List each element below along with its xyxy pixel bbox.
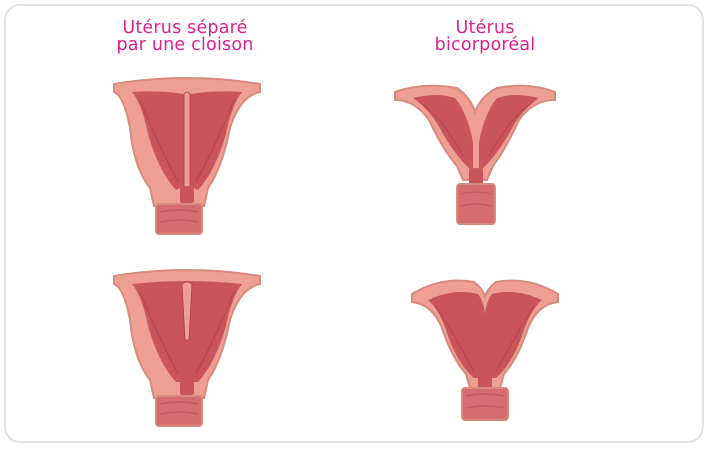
figure-frame bbox=[4, 4, 704, 443]
cervix bbox=[156, 204, 202, 234]
heading-line: bicorporéal bbox=[390, 37, 580, 54]
heading-line: par une cloison bbox=[90, 37, 280, 54]
septate-uterus-icon bbox=[114, 270, 260, 426]
septate-uterus-partial bbox=[112, 262, 262, 432]
uterine-septum bbox=[184, 92, 190, 190]
heading-septate-uterus: Utérus séparé par une cloison bbox=[90, 20, 280, 53]
septate-uterus-complete bbox=[112, 70, 262, 240]
bicornuate-uterus-icon bbox=[395, 86, 555, 224]
cervical-canal bbox=[180, 186, 194, 204]
bicornuate-uterus-partial bbox=[410, 274, 560, 424]
cervix bbox=[462, 388, 508, 420]
septate-uterus-icon bbox=[114, 78, 260, 234]
heading-bicornuate-uterus: Utérus bicorporéal bbox=[390, 20, 580, 53]
cervix bbox=[156, 396, 202, 426]
cervical-canal bbox=[180, 378, 194, 396]
bicornuate-uterus-complete bbox=[393, 80, 558, 230]
bicornuate-uterus-icon bbox=[412, 281, 558, 421]
